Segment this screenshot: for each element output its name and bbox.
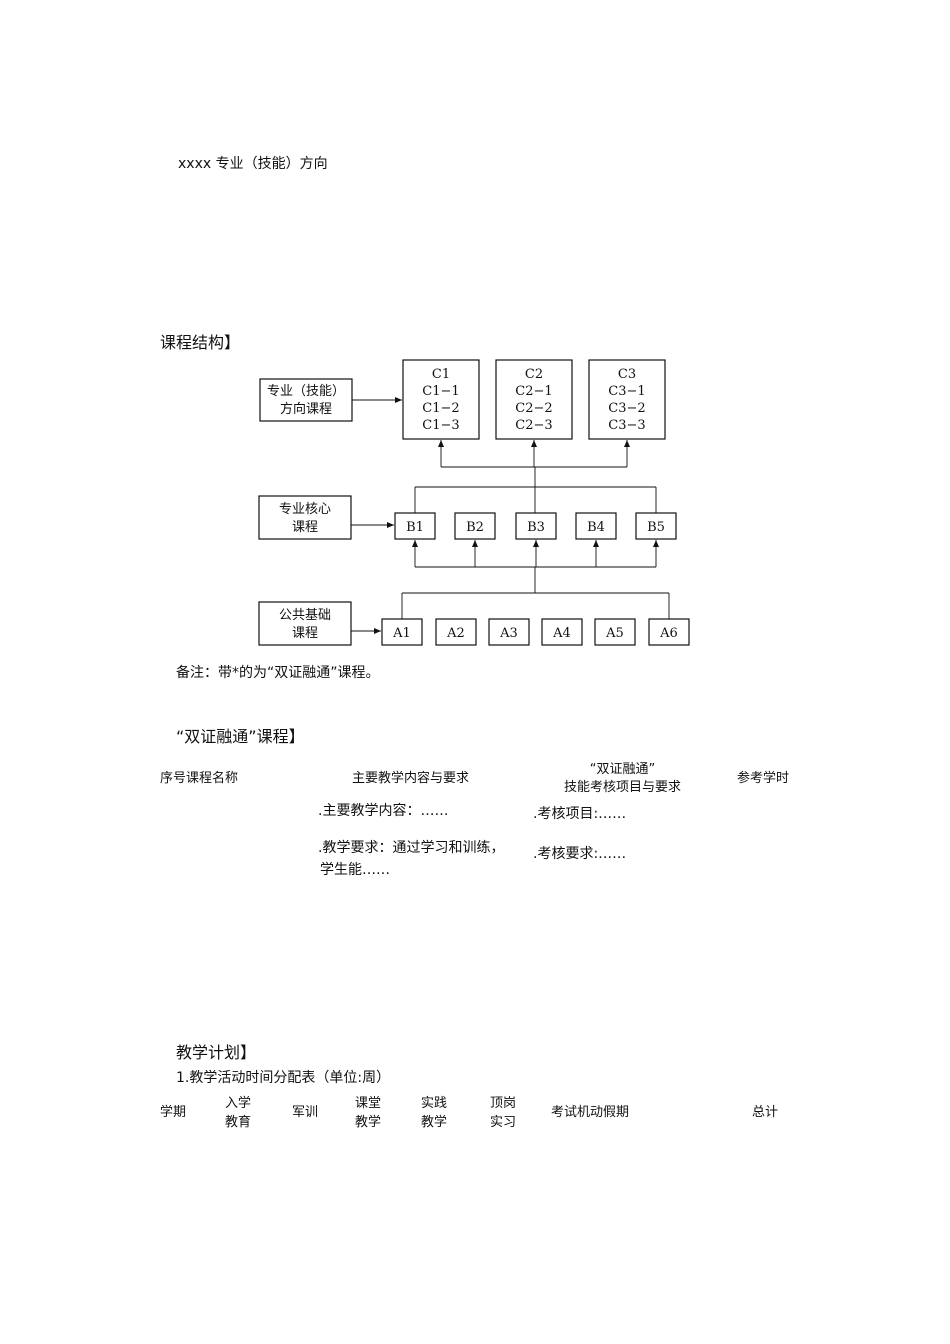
plan-header-practice: 实践	[421, 1096, 448, 1111]
header-dual-line1: “双证融通”	[589, 762, 656, 777]
direction-label-line2: 方向课程	[280, 401, 332, 417]
plan-header-military: 军训	[292, 1105, 319, 1120]
a5-box	[594, 618, 636, 646]
basic-label-line2: 课程	[292, 626, 318, 641]
a6-label: A6	[659, 626, 678, 641]
c2-item: C2−1	[515, 384, 552, 399]
a3-box	[488, 618, 530, 646]
a2-label: A2	[446, 626, 465, 641]
c3-item: C3−1	[608, 384, 645, 399]
direction-label-line1: 专业（技能）	[267, 384, 345, 399]
exam-item-2: .考核要求:……	[533, 846, 627, 862]
b2-box	[454, 512, 496, 540]
section-title-plan: 教学计划】	[176, 1043, 257, 1062]
plan-header-class: 课堂	[355, 1096, 382, 1111]
section-title-structure: 课程结构】	[160, 333, 241, 352]
c3-item: C3−3	[608, 418, 645, 433]
plan-header-intern-2: 实习	[490, 1115, 517, 1130]
course-structure-diagram: 专业（技能） 方向课程 专业核心 课程 公共基础 课程 C1 C1−1 C1−2…	[258, 359, 690, 646]
a5-label: A5	[605, 626, 624, 641]
b4-label: B4	[587, 520, 605, 535]
c1-title: C1	[432, 367, 450, 382]
b4-box	[575, 512, 617, 540]
a2-box	[435, 618, 477, 646]
plan-header-term: 学期	[160, 1105, 187, 1120]
header-dual-line2: 技能考核项目与要求	[563, 780, 681, 795]
content-item-2-cont: 学生能……	[320, 862, 390, 878]
c2-item: C2−2	[515, 401, 552, 416]
plan-header-exam-holiday: 考试机动假期	[551, 1105, 630, 1120]
a4-label: A4	[552, 626, 571, 641]
c2-box	[495, 359, 573, 440]
c1-item: C1−2	[422, 401, 459, 416]
basic-label-line1: 公共基础	[279, 608, 331, 623]
header-seq-name: 序号课程名称	[160, 771, 239, 786]
plan-header-total: 总计	[752, 1105, 779, 1120]
header-content: 主要教学内容与要求	[352, 771, 470, 786]
b3-label: B3	[527, 520, 545, 535]
content-item-2: .教学要求：通过学习和训练，	[318, 840, 505, 856]
b5-label: B5	[647, 520, 665, 535]
a4-box	[541, 618, 583, 646]
header-hours: 参考学时	[737, 771, 790, 786]
b1-label: B1	[406, 520, 424, 535]
basic-course-box	[258, 601, 352, 646]
core-course-box	[258, 495, 352, 540]
a1-label: A1	[392, 626, 411, 641]
plan-subtitle: 1.教学活动时间分配表（单位:周）	[176, 1070, 391, 1086]
c3-box	[588, 359, 666, 440]
c1-item: C1−3	[422, 418, 459, 433]
b2-label: B2	[466, 520, 484, 535]
c1-box	[402, 359, 480, 440]
diagram-note: 备注：带*的为“双证融通”课程。	[176, 665, 380, 681]
page-heading: xxxx 专业（技能）方向	[178, 156, 328, 172]
core-label-line2: 课程	[292, 520, 318, 535]
c2-item: C2−3	[515, 418, 552, 433]
a3-label: A3	[499, 626, 518, 641]
b3-box	[515, 512, 557, 540]
core-label-line1: 专业核心	[279, 502, 331, 517]
section-title-dual: “双证融通”课程】	[176, 727, 305, 746]
plan-header-practice-2: 教学	[421, 1115, 448, 1130]
plan-header-entry-2: 教育	[225, 1115, 252, 1130]
plan-header-class-2: 教学	[355, 1115, 382, 1130]
plan-header-entry: 入学	[225, 1096, 252, 1111]
c1-item: C1−1	[422, 384, 459, 399]
c3-item: C3−2	[608, 401, 645, 416]
plan-header-intern: 顶岗	[490, 1096, 517, 1111]
c2-title: C2	[525, 367, 543, 382]
c3-title: C3	[618, 367, 636, 382]
exam-item-1: .考核项目:……	[533, 806, 627, 822]
content-item-1: .主要教学内容：……	[318, 803, 449, 819]
